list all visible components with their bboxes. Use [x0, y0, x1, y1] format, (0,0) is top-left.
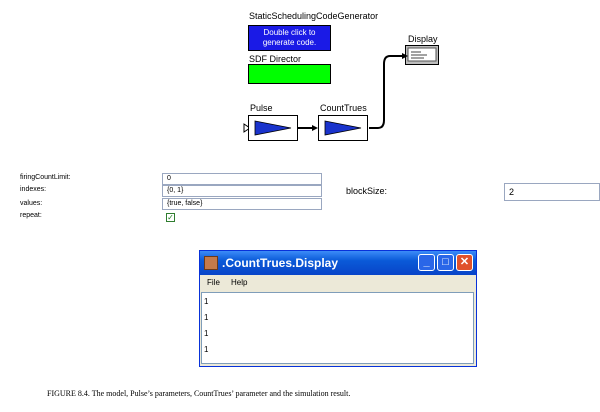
generate-code-line1: Double click to	[263, 28, 316, 37]
counttrues-actor-icon	[324, 120, 362, 136]
values-label: values:	[20, 200, 43, 207]
repeat-label: repeat:	[20, 212, 42, 219]
firing-count-limit-field[interactable]: 0	[162, 173, 322, 185]
display-actor-icon	[405, 45, 439, 65]
menu-file[interactable]: File	[207, 278, 220, 287]
block-size-label: blockSize:	[346, 186, 388, 196]
display-actor[interactable]	[405, 45, 439, 65]
firing-count-limit-label: firingCountLimit:	[20, 174, 71, 181]
output-line: 1	[204, 313, 209, 322]
pulse-actor[interactable]	[248, 115, 298, 141]
counttrues-title: CountTrues	[320, 103, 367, 113]
link-arrow-icon	[402, 53, 408, 59]
counttrues-to-display-link	[369, 55, 405, 129]
counttrues-actor[interactable]	[318, 115, 368, 141]
generate-code-button[interactable]: Double click to generate code.	[248, 25, 331, 51]
director-title: SDF Director	[249, 54, 302, 64]
close-button[interactable]: ✕	[456, 254, 473, 271]
indexes-label: indexes:	[20, 186, 47, 193]
display-window: .CountTrues.Display _ □ ✕ File Help 1 1 …	[199, 250, 477, 367]
maximize-button[interactable]: □	[437, 254, 454, 271]
link-arrow-icon	[312, 125, 318, 131]
output-line: 1	[204, 345, 209, 354]
model-connections	[243, 53, 408, 133]
values-field[interactable]: {true, false}	[162, 198, 322, 210]
app-icon	[204, 256, 218, 270]
menu-help[interactable]: Help	[231, 278, 248, 287]
pulse-title: Pulse	[250, 103, 273, 113]
output-line: 1	[204, 329, 209, 338]
display-output-area[interactable]: 1 1 1 1	[201, 292, 474, 364]
block-size-field[interactable]: 2	[504, 183, 600, 201]
codegen-title: StaticSchedulingCodeGenerator	[249, 11, 379, 21]
repeat-checkbox[interactable]: ✓	[166, 213, 175, 222]
minimize-button[interactable]: _	[418, 254, 435, 271]
sdf-director[interactable]	[248, 64, 331, 84]
display-window-title: .CountTrues.Display	[222, 256, 339, 270]
output-line: 1	[204, 297, 209, 306]
pulse-trigger-port-icon	[243, 123, 251, 133]
pulse-actor-icon	[254, 120, 292, 136]
display-window-titlebar[interactable]: .CountTrues.Display _ □ ✕	[200, 251, 476, 275]
indexes-field[interactable]: {0, 1}	[162, 185, 322, 197]
figure-caption: FIGURE 8.4. The model, Pulse’s parameter…	[47, 389, 351, 398]
display-actor-title: Display	[408, 34, 438, 44]
menu-bar: File Help	[200, 275, 476, 291]
generate-code-line2: generate code.	[262, 38, 317, 47]
